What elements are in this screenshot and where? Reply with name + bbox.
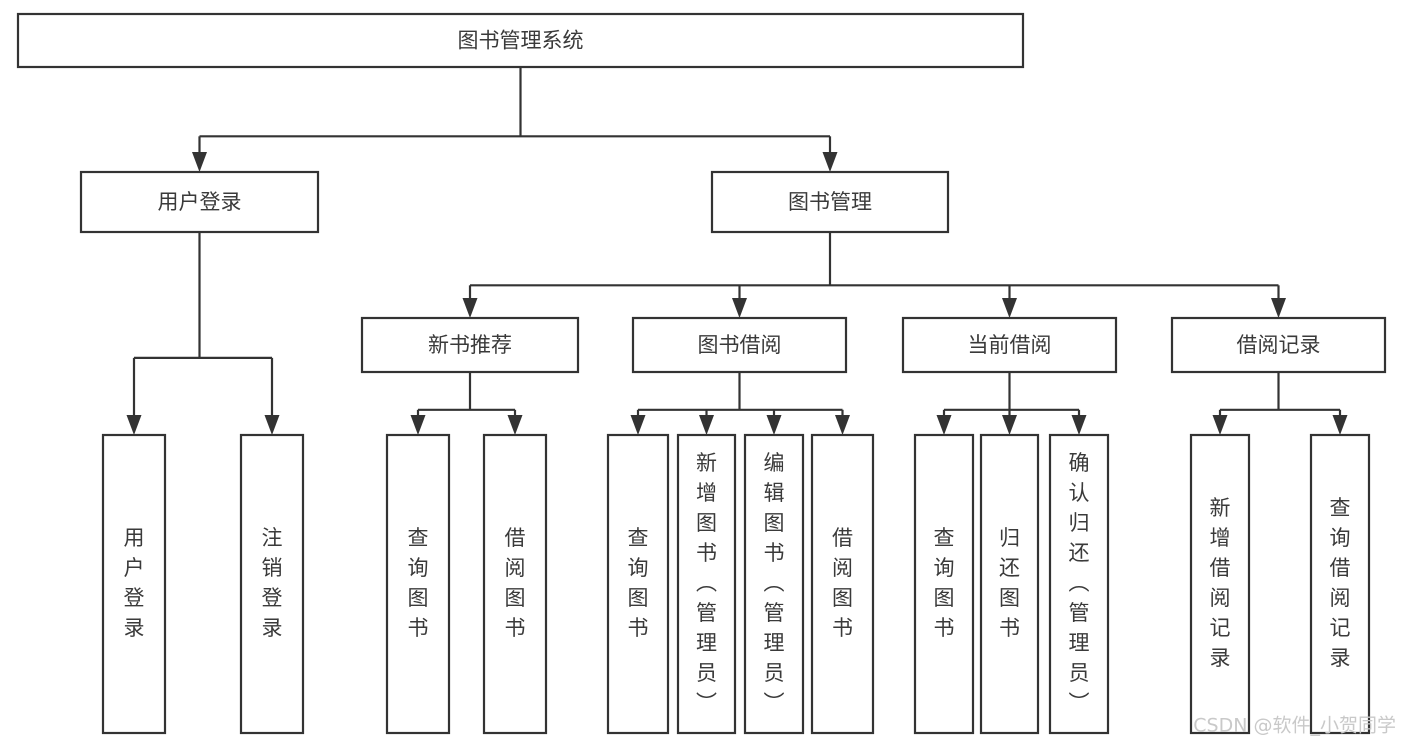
node-label: 编辑图书︵管理员︶ (764, 451, 785, 715)
node-box (79, 170, 320, 234)
node-box (16, 12, 1025, 69)
node-label: 用户登录 (158, 190, 242, 214)
node-label: 查询图书 (408, 526, 429, 640)
nodes-layer: 图书管理系统用户登录图书管理新书推荐图书借阅当前借阅借阅记录用户登录注销登录查询… (16, 12, 1387, 735)
arrow-head-icon (630, 415, 646, 435)
node-box (1170, 316, 1387, 374)
node-book-manage[interactable]: 图书管理 (710, 170, 950, 234)
node-leaf-user-login[interactable]: 用户登录 (101, 433, 167, 735)
node-label: 查询图书 (934, 526, 955, 640)
node-leaf-confirm-return[interactable]: 确认归还︵管理员︶ (1048, 433, 1110, 735)
arrow-head-icon (822, 152, 838, 172)
node-leaf-query-book-borrow[interactable]: 查询图书 (606, 433, 670, 735)
node-box (482, 433, 548, 735)
arrow-head-icon (699, 415, 714, 435)
node-book-borrow[interactable]: 图书借阅 (631, 316, 848, 374)
arrow-head-icon (732, 298, 747, 318)
node-box (979, 433, 1040, 735)
node-label: 图书管理系统 (458, 29, 584, 53)
arrow-head-icon (126, 415, 142, 435)
arrow-head-icon (1271, 298, 1286, 318)
arrow-head-icon (507, 415, 523, 435)
arrow-head-icon (936, 415, 952, 435)
node-label: 图书借阅 (698, 333, 782, 357)
arrow-head-icon (1071, 415, 1087, 435)
node-new-book-rec[interactable]: 新书推荐 (360, 316, 580, 374)
node-label: 新增借阅记录 (1210, 496, 1231, 670)
node-box (631, 316, 848, 374)
node-box (606, 433, 670, 735)
node-label: 借阅图书 (832, 526, 853, 640)
node-label: 图书管理 (788, 190, 872, 214)
node-root[interactable]: 图书管理系统 (16, 12, 1025, 69)
node-label: 用户登录 (124, 526, 145, 640)
arrow-head-icon (1002, 298, 1017, 318)
arrow-head-icon (410, 415, 426, 435)
arrow-head-icon (1212, 415, 1228, 435)
arrow-head-icon (835, 415, 850, 435)
node-leaf-return-book[interactable]: 归还图书 (979, 433, 1040, 735)
node-leaf-edit-book[interactable]: 编辑图书︵管理员︶ (743, 433, 805, 735)
connectors-layer (126, 67, 1348, 435)
node-box (810, 433, 875, 735)
node-label: 新增图书︵管理员︶ (696, 451, 717, 715)
node-box (743, 433, 805, 735)
node-leaf-add-record[interactable]: 新增借阅记录 (1189, 433, 1251, 735)
arrow-head-icon (192, 152, 207, 172)
node-box (101, 433, 167, 735)
node-box (239, 433, 305, 735)
node-leaf-add-book[interactable]: 新增图书︵管理员︶ (676, 433, 737, 735)
node-box (676, 433, 737, 735)
node-label: 借阅图书 (505, 526, 526, 640)
arrow-head-icon (1332, 415, 1348, 435)
node-box (901, 316, 1118, 374)
node-leaf-borrow-book[interactable]: 借阅图书 (810, 433, 875, 735)
node-label: 注销登录 (262, 526, 283, 640)
node-leaf-borrow-book-rec[interactable]: 借阅图书 (482, 433, 548, 735)
node-label: 查询借阅记录 (1330, 496, 1351, 670)
node-leaf-query-book-rec[interactable]: 查询图书 (385, 433, 451, 735)
node-label: 归还图书 (999, 526, 1020, 640)
node-box (913, 433, 975, 735)
node-borrow-record[interactable]: 借阅记录 (1170, 316, 1387, 374)
node-current-borrow[interactable]: 当前借阅 (901, 316, 1118, 374)
arrow-head-icon (264, 415, 280, 435)
node-box (385, 433, 451, 735)
node-leaf-logout[interactable]: 注销登录 (239, 433, 305, 735)
node-leaf-query-book-cur[interactable]: 查询图书 (913, 433, 975, 735)
node-leaf-query-record[interactable]: 查询借阅记录 (1309, 433, 1371, 735)
node-label: 新书推荐 (428, 333, 512, 357)
node-label: 确认归还︵管理员︶ (1069, 451, 1090, 715)
node-box (1048, 433, 1110, 735)
watermark-label: CSDN @软件_小贺同学 (1193, 715, 1396, 737)
arrow-head-icon (766, 415, 782, 435)
node-label: 查询图书 (628, 526, 649, 640)
node-label: 借阅记录 (1237, 333, 1321, 357)
arrow-head-icon (1002, 415, 1017, 435)
node-user-login[interactable]: 用户登录 (79, 170, 320, 234)
node-box (1309, 433, 1371, 735)
node-box (710, 170, 950, 234)
arrow-head-icon (462, 298, 478, 318)
node-box (360, 316, 580, 374)
node-label: 当前借阅 (968, 333, 1052, 357)
node-box (1189, 433, 1251, 735)
